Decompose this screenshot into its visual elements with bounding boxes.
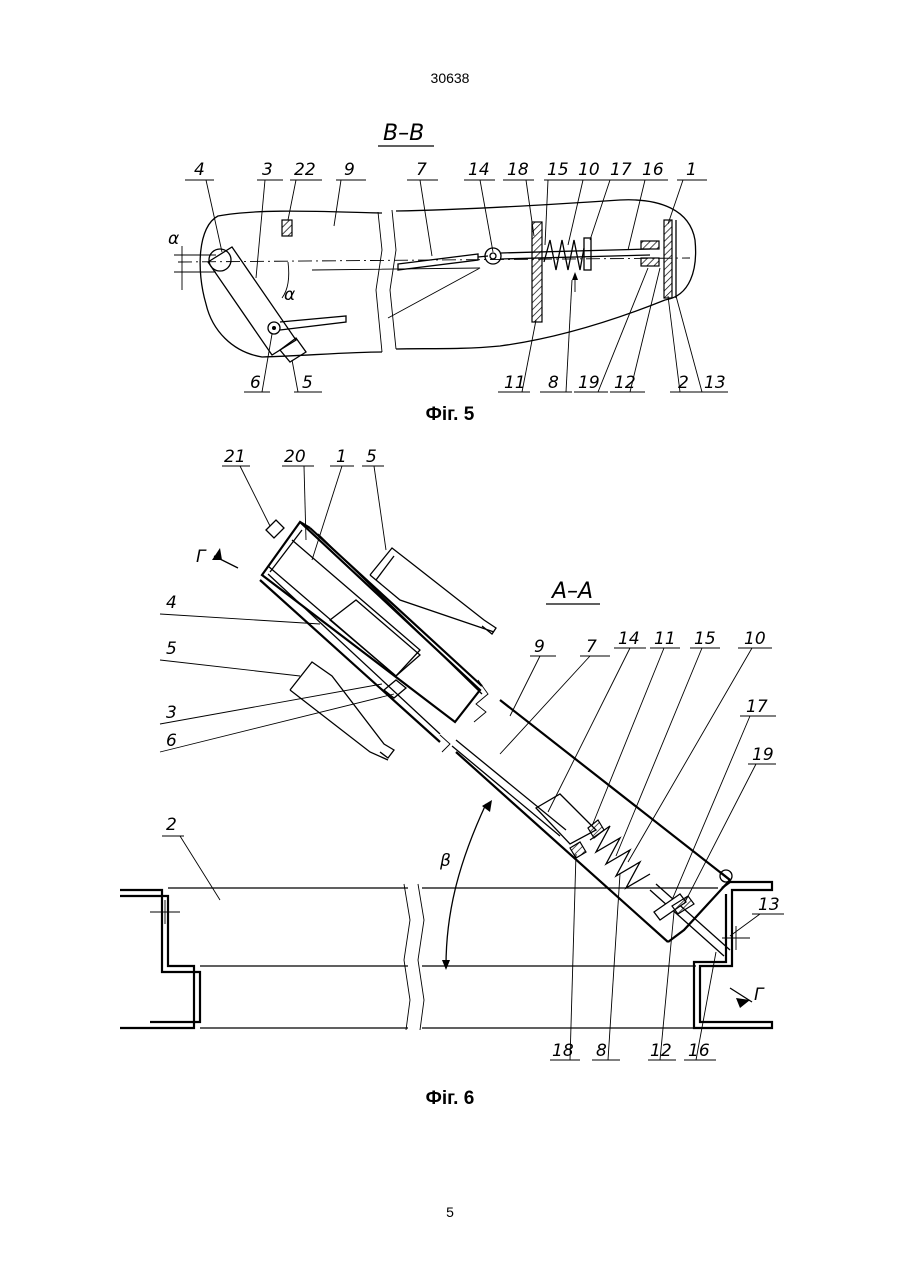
- figure-6-caption: Фіг. 6: [0, 1088, 900, 1110]
- fig5-label-13: 13: [704, 373, 726, 393]
- fig6-section-marker-top: Г: [196, 547, 207, 567]
- fig5-label-4: 4: [194, 160, 205, 180]
- fig5-label-15: 15: [547, 160, 569, 180]
- fig6-label-1: 1: [336, 447, 347, 467]
- fig6-label-12: 12: [650, 1041, 672, 1061]
- fig5-label-5: 5: [302, 373, 313, 393]
- fig5-label-19: 19: [578, 373, 600, 393]
- fig6-label-9: 9: [534, 637, 545, 657]
- fig6-label-11: 11: [654, 629, 676, 649]
- fig5-alpha-angle: α: [284, 285, 295, 305]
- fig6-label-2: 2: [166, 815, 177, 835]
- fig5-label-10: 10: [578, 160, 600, 180]
- fig6-label-8: 8: [596, 1041, 607, 1061]
- fig6-section-marker-bottom: Г: [754, 985, 765, 1005]
- fig5-label-7: 7: [416, 160, 427, 180]
- fig6-label-20: 20: [284, 447, 306, 467]
- fig6-label-18: 18: [552, 1041, 574, 1061]
- fig6-label-15: 15: [694, 629, 716, 649]
- fig5-label-11: 11: [504, 373, 526, 393]
- fig6-label-3: 3: [166, 703, 177, 723]
- fig6-label-21: 21: [224, 447, 246, 467]
- fig5-label-18: 18: [507, 160, 529, 180]
- fig6-label-14: 14: [618, 629, 640, 649]
- fig6-label-16: 16: [688, 1041, 710, 1061]
- fig5-label-14: 14: [468, 160, 490, 180]
- figure-5-drawing: B–B α α: [168, 121, 728, 393]
- fig6-label-6: 6: [166, 731, 177, 751]
- fig6-label-17: 17: [746, 697, 768, 717]
- fig5-label-17: 17: [610, 160, 632, 180]
- fig5-label-6: 6: [250, 373, 261, 393]
- fig5-label-1: 1: [686, 160, 697, 180]
- fig6-label-7: 7: [586, 637, 597, 657]
- fig6-label-19: 19: [752, 745, 774, 765]
- fig6-label-5-top: 5: [366, 447, 377, 467]
- fig5-label-16: 16: [642, 160, 664, 180]
- fig5-label-12: 12: [614, 373, 636, 393]
- fig5-label-22: 22: [294, 160, 316, 180]
- fig6-label-10: 10: [744, 629, 766, 649]
- page-number: 5: [0, 1204, 900, 1220]
- fig5-label-9: 9: [344, 160, 355, 180]
- fig5-label-3: 3: [262, 160, 273, 180]
- fig6-label-5-left: 5: [166, 639, 177, 659]
- figure-6-drawing: A–A: [120, 447, 784, 1061]
- fig6-label-4: 4: [166, 593, 177, 613]
- fig6-beta-angle: β: [439, 851, 451, 871]
- figure-5-caption: Фіг. 5: [0, 404, 900, 426]
- fig5-section-title: B–B: [383, 121, 424, 146]
- fig5-label-8: 8: [548, 373, 559, 393]
- fig6-label-13: 13: [758, 895, 780, 915]
- fig6-section-title: A–A: [550, 579, 593, 604]
- fig5-label-2: 2: [678, 373, 689, 393]
- fig5-alpha-left: α: [168, 229, 179, 249]
